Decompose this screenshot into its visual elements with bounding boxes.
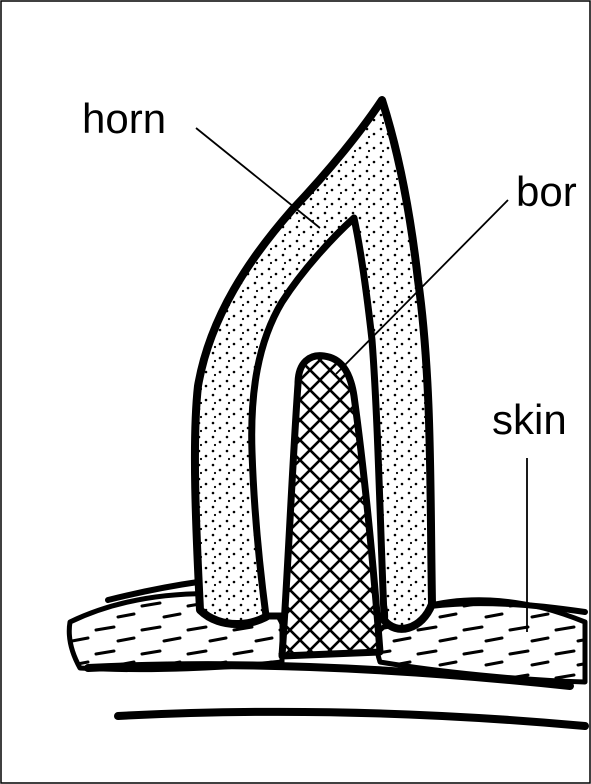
bone-label: bor	[516, 168, 577, 215]
skin-label: skin	[492, 396, 567, 443]
horn-leader-line	[196, 128, 320, 228]
base-line	[118, 712, 585, 726]
horn-label: horn	[82, 95, 166, 142]
